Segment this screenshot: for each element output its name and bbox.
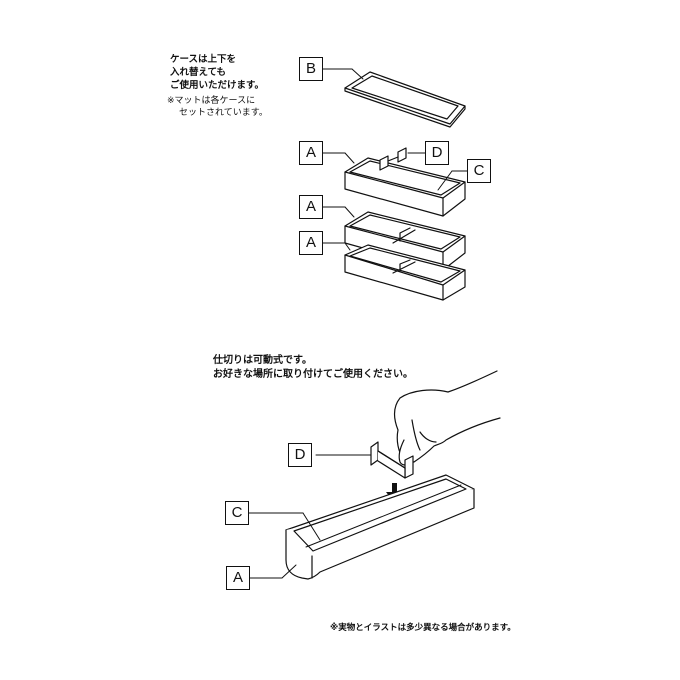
leader-line-a3-2	[344, 242, 351, 251]
hand-drawing	[393, 370, 501, 466]
label-a-middle: A	[299, 195, 323, 219]
label-a-bottom-stack: A	[299, 231, 323, 255]
case-a-large-drawing	[285, 474, 475, 580]
middle-note-line-1: 仕切りは可動式です。	[213, 355, 312, 366]
label-d-bottom: D	[288, 443, 312, 467]
middle-note: 仕切りは可動式です。 お好きな場所に取り付けてご使用ください。	[213, 354, 413, 382]
label-c-bottom: C	[225, 501, 249, 525]
top-note: ケースは上下を 入れ替えても ご使用いただけます。	[170, 53, 264, 92]
label-b: B	[299, 57, 323, 81]
footnote: ※実物とイラストは多少異なる場合があります。	[330, 623, 516, 633]
leader-line-b-2	[351, 68, 364, 80]
case-a-bottom-drawing	[344, 244, 466, 301]
top-note-line-3: ご使用いただけます。	[170, 80, 265, 91]
case-a-top-drawing	[344, 147, 466, 217]
top-sub-note: ※マットは各ケースに セットされています。	[167, 95, 268, 119]
label-a-bottom: A	[226, 566, 250, 590]
top-sub-note-line-1: ※マットは各ケースに	[167, 96, 256, 106]
mat-b-drawing	[344, 71, 466, 128]
leader-line-c-top-2	[437, 170, 453, 191]
leader-line-a-bottom-2	[281, 564, 297, 579]
top-sub-note-line-2: セットされています。	[179, 108, 268, 118]
label-a-top: A	[299, 141, 323, 165]
top-note-line-2: 入れ替えても	[170, 67, 227, 78]
label-c-top: C	[467, 159, 491, 183]
middle-note-line-2: お好きな場所に取り付けてご使用ください。	[213, 369, 413, 380]
label-d-top: D	[425, 141, 449, 165]
divider-d-drawing	[370, 441, 414, 479]
leader-line-c-bottom-2	[302, 512, 321, 541]
leader-line-a1-2	[344, 152, 355, 164]
leader-line-a2-2	[344, 206, 355, 218]
top-note-line-1: ケースは上下を	[170, 54, 237, 65]
